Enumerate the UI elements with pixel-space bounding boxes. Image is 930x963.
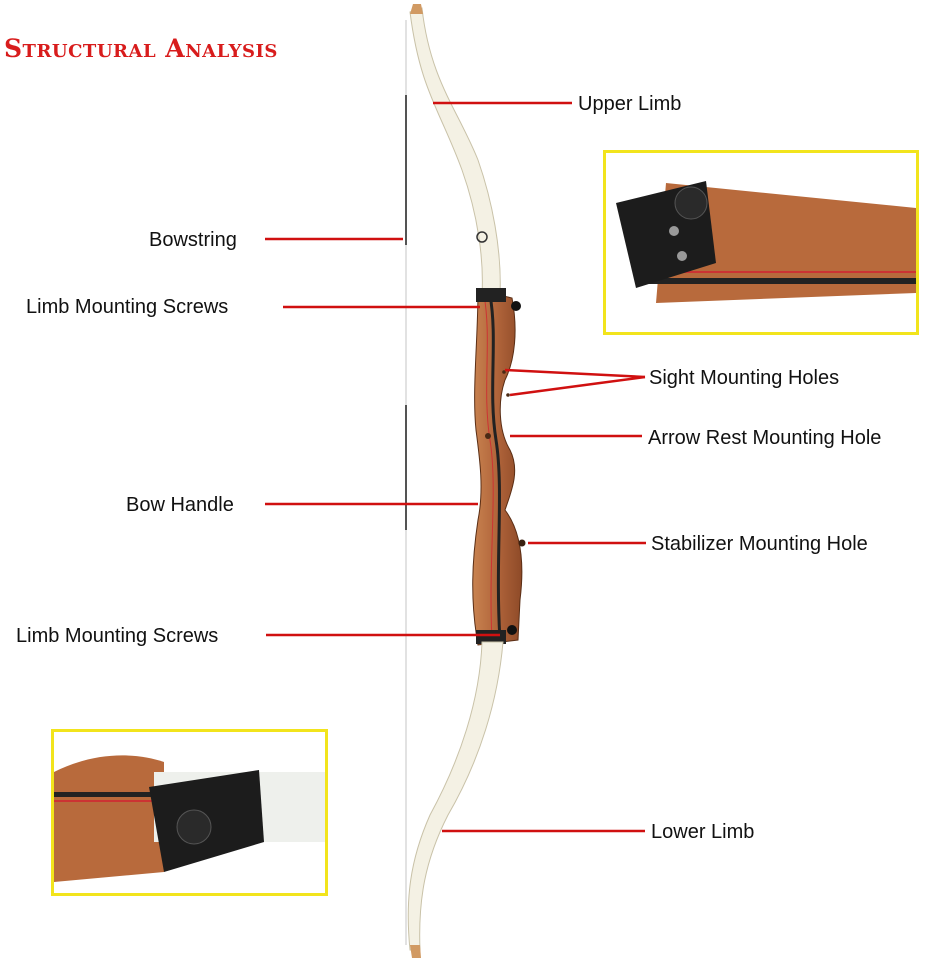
label-limb-mounting-screws-top: Limb Mounting Screws [26, 296, 229, 318]
lower-limb-mount-closeup [51, 729, 328, 896]
label-stabilizer-mounting-hole: Stabilizer Mounting Hole [651, 533, 868, 555]
upper-limb-mount-closeup [603, 150, 919, 335]
label-bowstring: Bowstring [149, 229, 237, 251]
label-sight-mounting-holes: Sight Mounting Holes [649, 367, 840, 389]
label-bow-handle: Bow Handle [126, 494, 234, 516]
label-arrow-rest-mounting-hole: Arrow Rest Mounting Hole [648, 427, 882, 449]
label-limb-mounting-screws-bottom: Limb Mounting Screws [16, 625, 219, 647]
label-lower-limb: Lower Limb [651, 821, 755, 843]
leader-lines [265, 101, 646, 833]
lower-limb [407, 641, 504, 951]
upper-limb [409, 7, 501, 296]
diagram-title: Structural Analysis [4, 34, 278, 63]
label-upper-limb: Upper Limb [578, 93, 682, 115]
